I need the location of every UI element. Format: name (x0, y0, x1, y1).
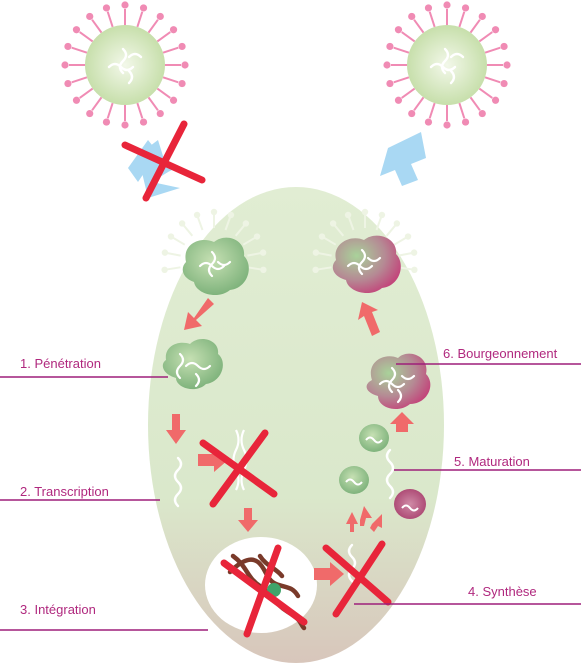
spike-knob (179, 220, 185, 226)
spike-knob (462, 118, 469, 125)
virus-particle-icon (61, 1, 188, 128)
spike-knob (345, 212, 351, 218)
spike-knob (443, 121, 450, 128)
spike-knob (500, 43, 507, 50)
spike-knob (313, 249, 319, 255)
spike-knob (161, 267, 167, 273)
spike-knob (103, 118, 110, 125)
spike-knob (362, 209, 368, 215)
spike-knob (243, 220, 249, 226)
spike-knob (157, 13, 164, 20)
spike-knob (394, 220, 400, 226)
spike-knob (121, 121, 128, 128)
spike-knob (103, 4, 110, 11)
spike-knob (411, 249, 417, 255)
spike-knob (386, 80, 393, 87)
spike-knob (162, 249, 168, 255)
spike-knob (408, 13, 415, 20)
spike-knob (500, 80, 507, 87)
spike-knob (170, 97, 177, 104)
spike-knob (492, 97, 499, 104)
spike-knob (170, 26, 177, 33)
spike-knob (479, 13, 486, 20)
spike-knob (405, 233, 411, 239)
spike-knob (140, 118, 147, 125)
spike-knob (64, 80, 71, 87)
spike-knob (228, 212, 234, 218)
spike-knob (260, 249, 266, 255)
spike-knob (254, 233, 260, 239)
spike-knob (194, 212, 200, 218)
virus-particle-icon (383, 1, 510, 128)
spike-knob (443, 1, 450, 8)
spike-knob (395, 26, 402, 33)
spike-knob (260, 267, 266, 273)
label-synthese: 4. Synthèse (468, 584, 537, 599)
spike-knob (319, 233, 325, 239)
spike-knob (408, 110, 415, 117)
spike-knob (462, 4, 469, 11)
spike-knob (73, 26, 80, 33)
protein-blob (359, 424, 389, 452)
label-integration: 3. Intégration (20, 602, 96, 617)
spike-knob (64, 43, 71, 50)
spike-knob (503, 61, 510, 68)
protein-blob (394, 489, 426, 519)
exit-arrow-right-icon (380, 132, 426, 186)
label-penetration: 1. Pénétration (20, 356, 101, 371)
spike-knob (379, 212, 385, 218)
spike-knob (61, 61, 68, 68)
spike-knob (157, 110, 164, 117)
protein-blob (339, 466, 369, 494)
spike-knob (168, 233, 174, 239)
spike-knob (211, 209, 217, 215)
spike-knob (312, 267, 318, 273)
spike-knob (492, 26, 499, 33)
spike-knob (425, 4, 432, 11)
spike-knob (411, 267, 417, 273)
spike-knob (181, 61, 188, 68)
label-maturation: 5. Maturation (454, 454, 530, 469)
spike-knob (330, 220, 336, 226)
spike-knob (178, 80, 185, 87)
spike-knob (425, 118, 432, 125)
spike-knob (386, 43, 393, 50)
spike-knob (86, 110, 93, 117)
spike-knob (140, 4, 147, 11)
spike-knob (86, 13, 93, 20)
spike-knob (395, 97, 402, 104)
label-transcription: 2. Transcription (20, 484, 109, 499)
label-bourgeonnement: 6. Bourgeonnement (443, 346, 557, 361)
spike-knob (383, 61, 390, 68)
spike-knob (479, 110, 486, 117)
spike-knob (121, 1, 128, 8)
spike-knob (73, 97, 80, 104)
spike-knob (178, 43, 185, 50)
